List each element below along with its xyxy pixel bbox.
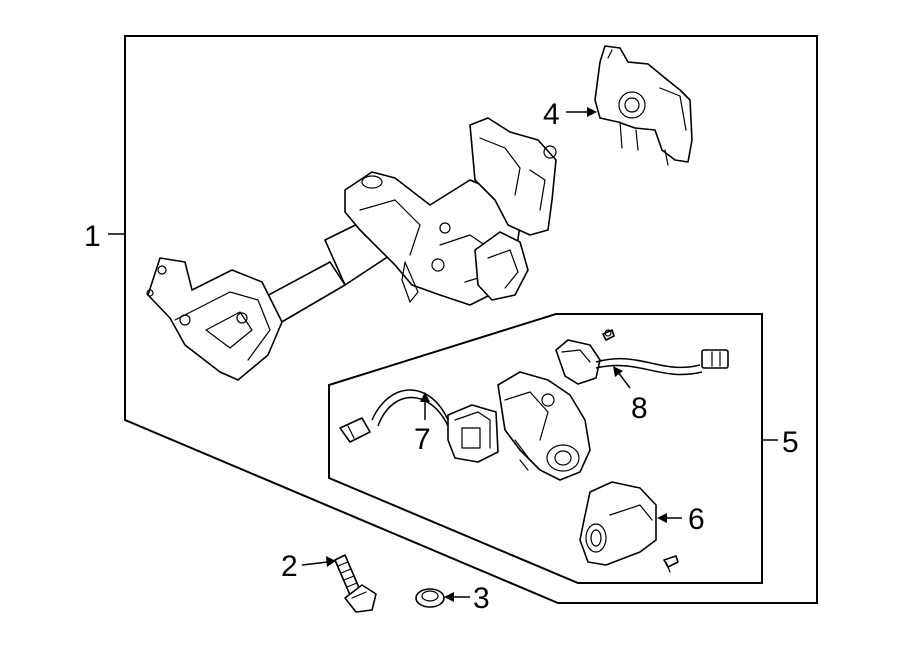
part-3-grommet — [415, 588, 445, 608]
callout-4: 4 — [543, 98, 560, 131]
part-6-lock-cylinder — [579, 481, 679, 573]
part-8-switch-harness — [555, 329, 729, 385]
ignition-lock-housing — [497, 371, 591, 481]
callout-1: 1 — [84, 220, 101, 253]
leader-lines — [108, 107, 778, 602]
kit-5-frame — [328, 313, 763, 584]
part-7-solenoid-harness — [339, 389, 499, 463]
callout-3: 3 — [473, 582, 490, 615]
callout-6: 6 — [688, 503, 705, 536]
callout-7: 7 — [414, 423, 431, 456]
assembly-1-frame — [124, 35, 818, 604]
part-2-bolt — [334, 554, 377, 613]
steering-column-assembly — [146, 117, 557, 381]
callout-5: 5 — [782, 426, 799, 459]
callout-2: 2 — [281, 550, 298, 583]
callout-8: 8 — [631, 392, 648, 425]
part-4-bracket — [594, 45, 693, 166]
